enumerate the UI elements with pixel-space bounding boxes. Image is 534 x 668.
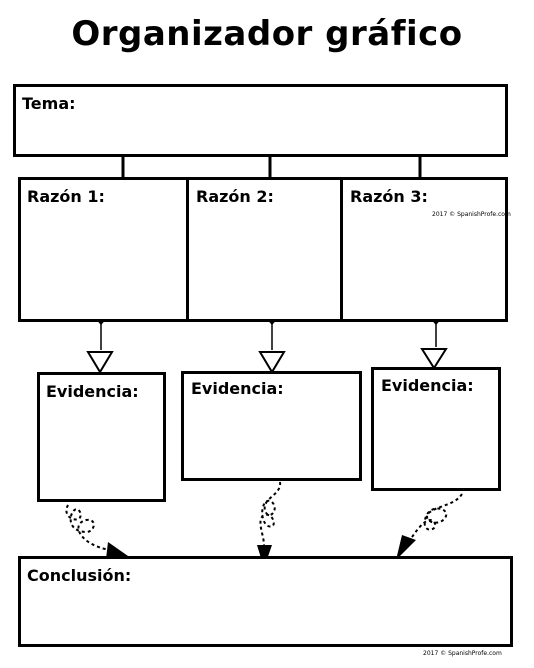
arrow-evidence-1 [65,504,111,551]
evidence-box-3[interactable] [371,367,501,491]
evidence-box-1[interactable] [37,372,166,502]
arrow-evidence-2 [259,481,282,546]
reason-box-2[interactable] [186,177,343,322]
reason-box-3[interactable] [340,177,508,322]
arrowhead-3 [396,535,416,560]
arrowhead-1 [106,542,128,559]
evidence-label-3: Evidencia: [381,376,474,395]
conclusion-label: Conclusión: [27,566,132,585]
reason-label-2: Razón 2: [196,187,274,206]
arrow-evidence-3 [409,493,463,541]
copyright-top: 2017 © SpanishProfe.com [432,211,511,218]
page-title: Organizador gráfico [71,14,463,54]
evidence-box-2[interactable] [181,371,362,481]
evidence-label-2: Evidencia: [191,379,284,398]
copyright-bottom: 2017 © SpanishProfe.com [423,650,502,657]
evidence-label-1: Evidencia: [46,382,139,401]
reason-box-1[interactable] [18,177,189,322]
reason-label-1: Razón 1: [27,187,105,206]
topic-label: Tema: [22,94,76,113]
topic-box[interactable] [13,84,508,157]
conclusion-box[interactable] [18,556,513,647]
reason-label-3: Razón 3: [350,187,428,206]
topic-connector [121,156,422,178]
